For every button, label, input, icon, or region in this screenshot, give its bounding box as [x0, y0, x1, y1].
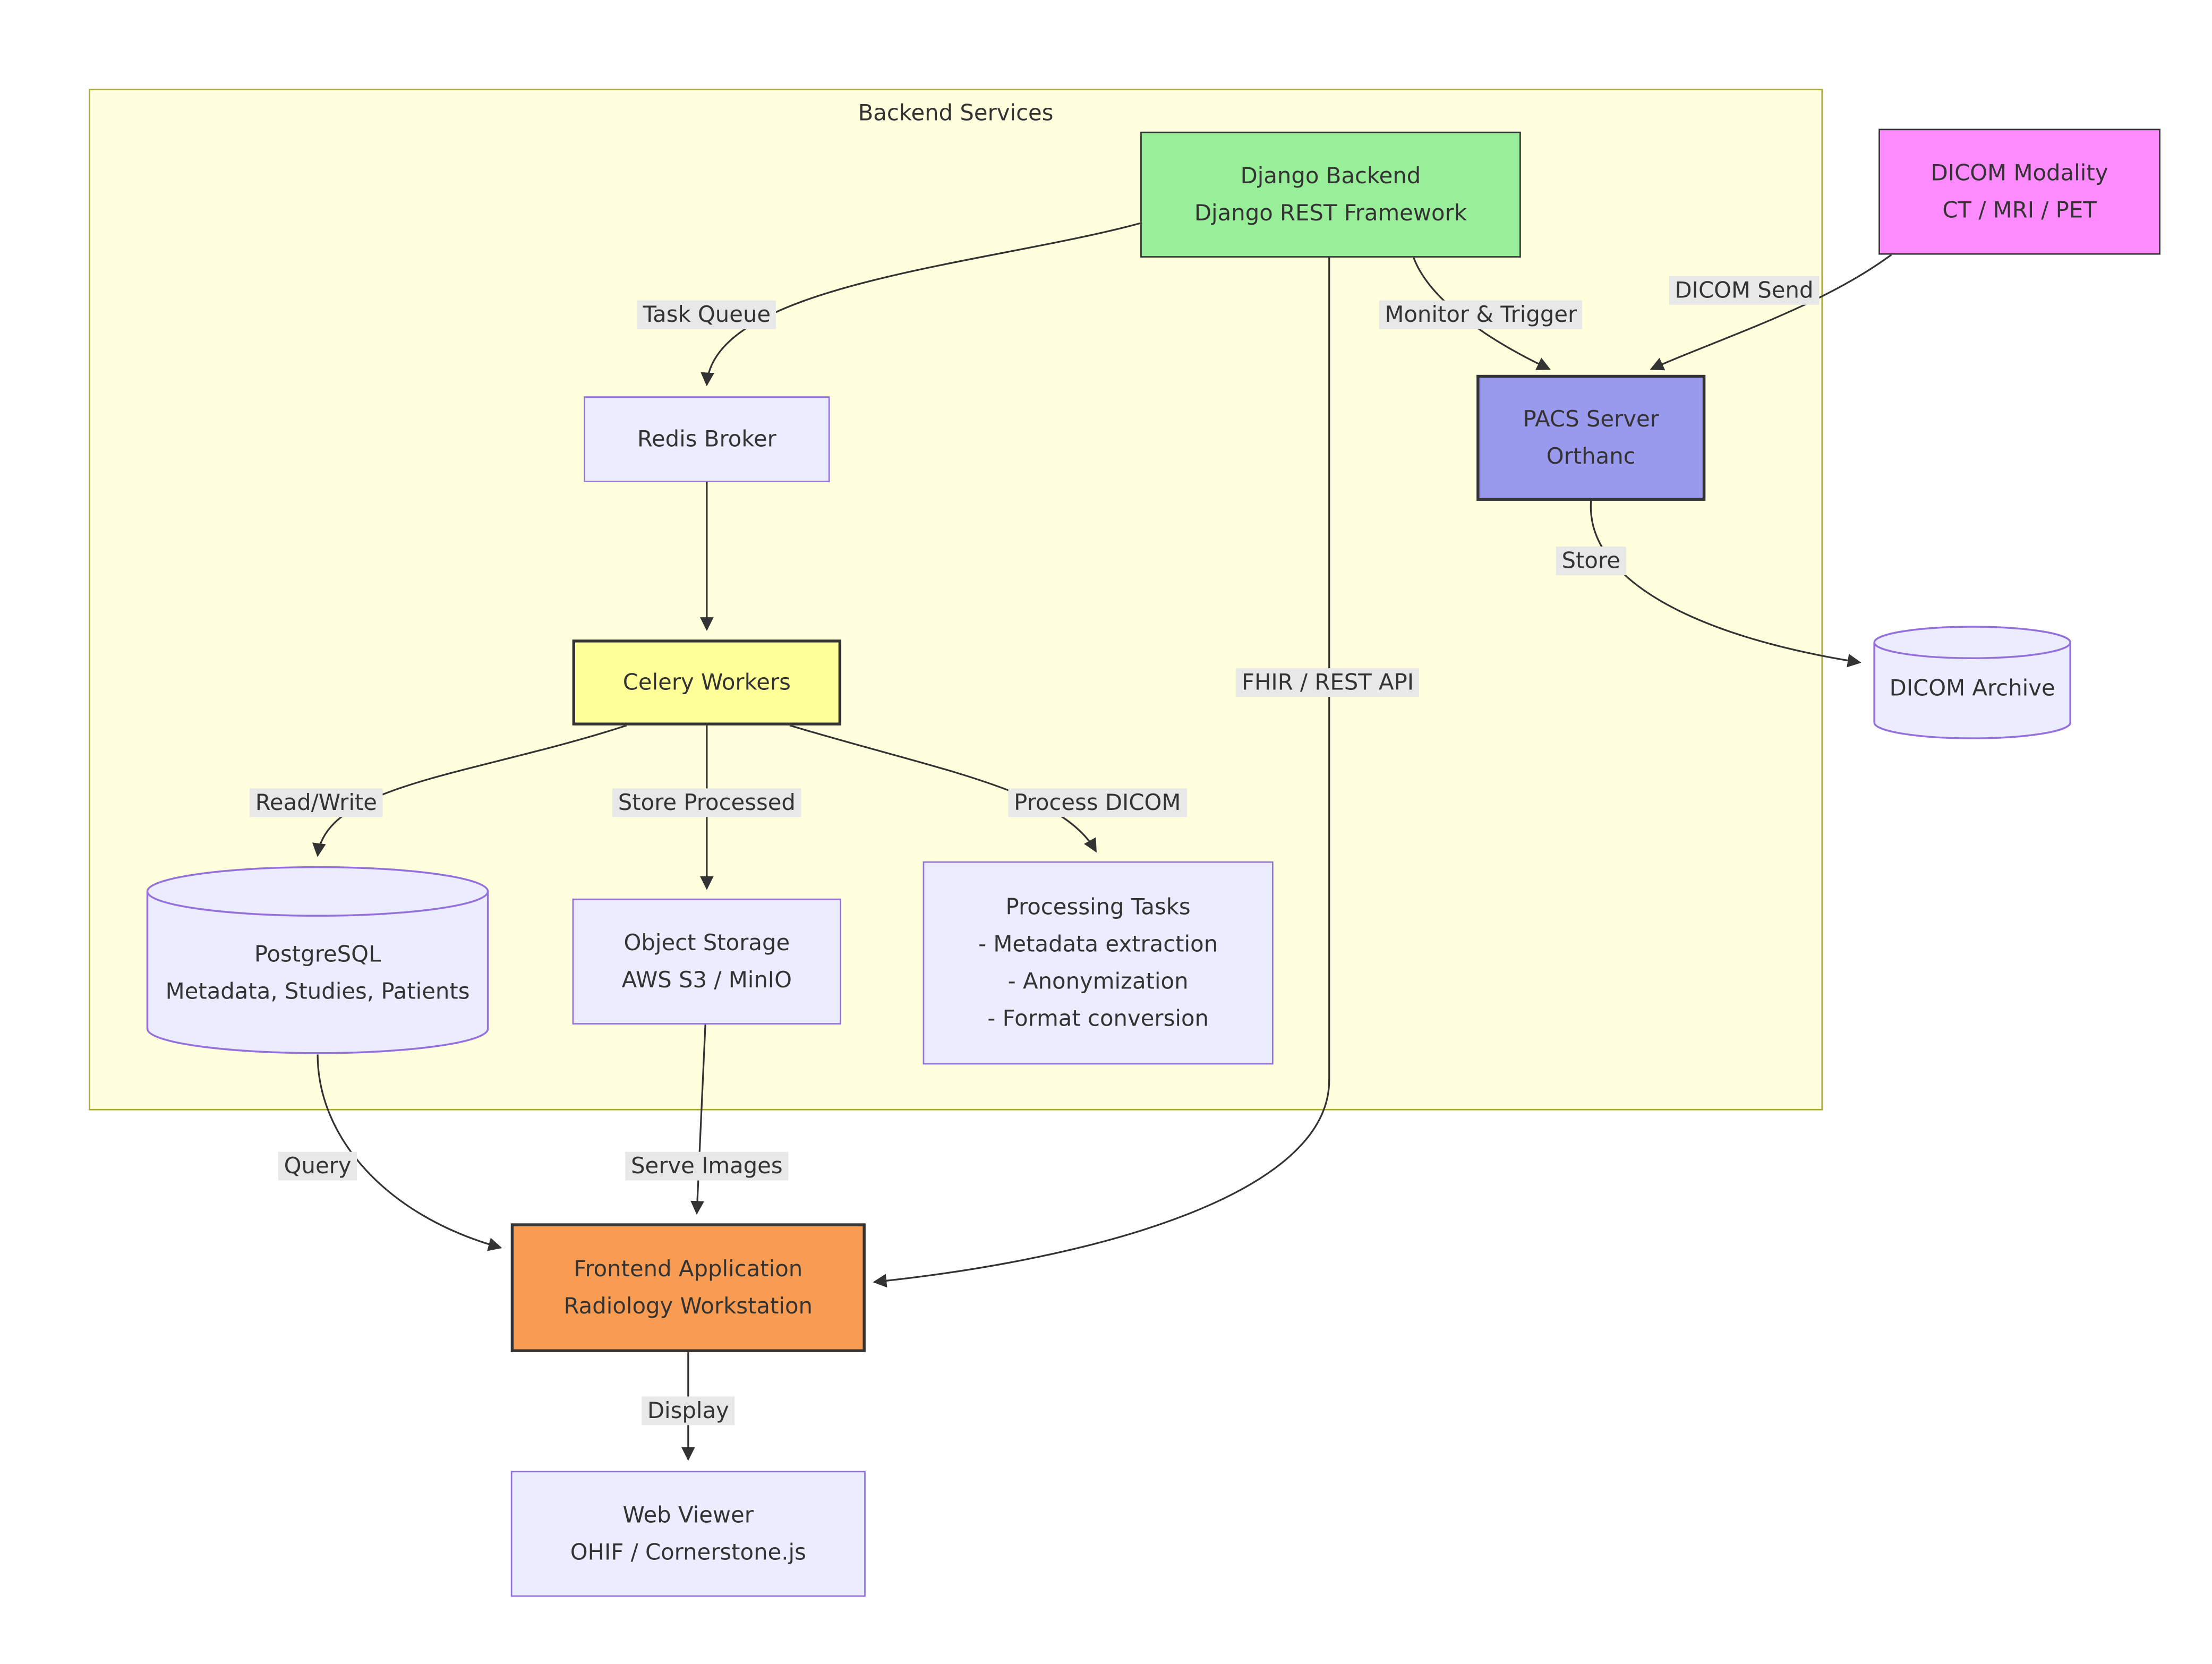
edge-celery-processing — [789, 724, 1097, 853]
node-redis-broker: Redis Broker — [584, 396, 830, 482]
node-django-backend: Django Backend Django REST Framework — [1140, 131, 1521, 258]
node-pacs-line2: Orthanc — [1546, 443, 1636, 470]
edge-label-task-queue: Task Queue — [637, 300, 776, 329]
edge-label-monitor-trigger: Monitor & Trigger — [1379, 300, 1583, 329]
edge-postgres-frontend — [317, 1054, 502, 1251]
node-django-line1: Django Backend — [1240, 163, 1421, 189]
node-dicom-archive: DICOM Archive — [1874, 643, 2070, 734]
node-celery-line1: Celery Workers — [622, 669, 791, 696]
edge-label-fhir-rest-api: FHIR / REST API — [1236, 668, 1420, 697]
node-modality-line2: CT / MRI / PET — [1942, 197, 2097, 224]
edge-storage-frontend — [690, 1024, 706, 1215]
node-django-line2: Django REST Framework — [1194, 200, 1467, 226]
node-object-storage: Object Storage AWS S3 / MinIO — [572, 898, 842, 1025]
node-processing-tasks: Processing Tasks - Metadata extraction -… — [923, 861, 1274, 1065]
edge-label-store: Store — [1556, 547, 1626, 575]
node-pacs-line1: PACS Server — [1523, 406, 1659, 432]
node-frontend-line2: Radiology Workstation — [563, 1293, 813, 1319]
node-celery-workers: Celery Workers — [572, 639, 842, 726]
edge-label-read-write: Read/Write — [249, 788, 383, 817]
node-frontend-line1: Frontend Application — [574, 1256, 803, 1282]
edge-label-serve-images: Serve Images — [625, 1151, 789, 1181]
node-webviewer-line2: OHIF / Cornerstone.js — [570, 1539, 806, 1566]
edge-modality-pacs — [1650, 254, 1892, 371]
node-processing-line1: Processing Tasks — [1005, 894, 1191, 920]
node-frontend-application: Frontend Application Radiology Workstati… — [510, 1223, 866, 1352]
node-dicom-archive-shape — [1873, 626, 2071, 739]
node-postgresql: PostgreSQL Metadata, Studies, Patients — [147, 901, 488, 1044]
edge-django-frontend — [873, 257, 1330, 1288]
edge-label-dicom-send: DICOM Send — [1669, 276, 1820, 305]
edge-label-query: Query — [278, 1151, 357, 1181]
node-processing-line3: - Anonymization — [1007, 968, 1189, 995]
node-postgres-line2: Metadata, Studies, Patients — [165, 978, 470, 1005]
edge-label-display: Display — [642, 1396, 735, 1426]
edge-pacs-archive — [1590, 500, 1861, 668]
node-postgres-line1: PostgreSQL — [254, 941, 381, 968]
edge-label-process-dicom: Process DICOM — [1008, 788, 1187, 817]
node-webviewer-line1: Web Viewer — [622, 1502, 754, 1529]
node-postgresql-shape — [146, 866, 489, 1054]
node-modality-line1: DICOM Modality — [1931, 160, 2108, 186]
node-pacs-server: PACS Server Orthanc — [1476, 374, 1706, 501]
node-redis-line1: Redis Broker — [637, 426, 776, 453]
node-archive-line1: DICOM Archive — [1889, 675, 2055, 702]
edge-django-redis — [701, 222, 1141, 387]
node-processing-line4: - Format conversion — [987, 1005, 1209, 1032]
node-processing-line2: - Metadata extraction — [978, 931, 1218, 958]
edge-celery-postgres — [312, 724, 627, 857]
node-storage-line2: AWS S3 / MinIO — [621, 967, 792, 993]
subgraph-title: Backend Services — [858, 100, 1054, 126]
edge-label-store-processed: Store Processed — [612, 788, 801, 817]
node-storage-line1: Object Storage — [624, 930, 790, 956]
node-dicom-modality: DICOM Modality CT / MRI / PET — [1878, 129, 2160, 255]
node-web-viewer: Web Viewer OHIF / Cornerstone.js — [510, 1471, 866, 1597]
